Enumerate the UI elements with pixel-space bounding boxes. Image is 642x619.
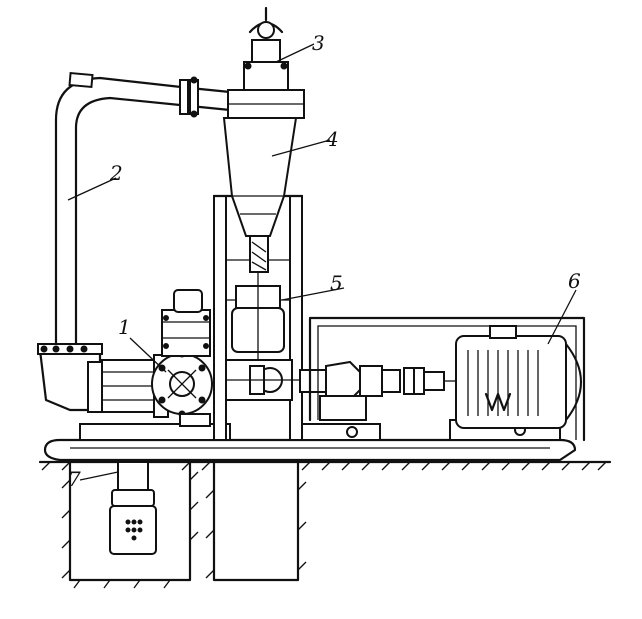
pump-inlet-housing [37,343,103,412]
electric-motor [455,325,582,429]
return-pipe [54,71,232,354]
label-sump: 7 [68,467,81,491]
label-motor: 6 [568,269,581,293]
label-pipe: 2 [109,161,123,185]
central-pit [205,460,307,582]
cone-separator [222,89,305,273]
label-top-valve: 3 [312,31,325,55]
shaft-assembly [225,272,330,401]
label-pump: 1 [118,315,131,339]
coupling [299,360,458,421]
cable-conduit [308,316,586,442]
pump-body [87,289,213,427]
label-leaders [67,43,577,481]
label-shaft-assembly: 5 [330,271,343,295]
top-valve [243,6,289,91]
sump-pit [61,460,199,589]
label-cone-separator: 4 [325,127,339,151]
